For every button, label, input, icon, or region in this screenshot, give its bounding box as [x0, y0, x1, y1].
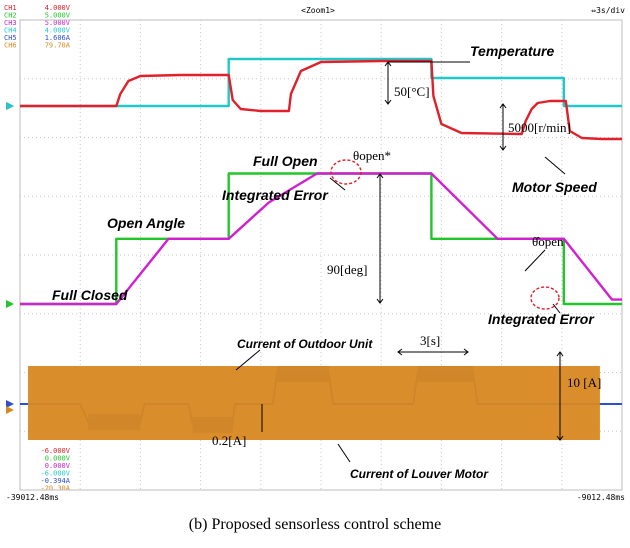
- channel-markers: [6, 102, 14, 414]
- oscilloscope-display: <Zoom1> ⇔3s/div CH1 4.000V CH2 5.000V CH3 5.0…: [4, 4, 626, 502]
- channel-value-1: 4.000V: [45, 4, 71, 12]
- channel-value-2: 5.000V: [45, 12, 71, 20]
- theta-open-ref-label: θopen*: [353, 148, 391, 163]
- channel-marker-4: [6, 102, 14, 110]
- time-arrowhead-left: [397, 348, 403, 356]
- angle-arrowhead-up: [376, 173, 384, 179]
- theta-est-leader: [524, 249, 546, 272]
- series-estimated-angle: [20, 172, 622, 306]
- louver-scale-label: 0.2[A]: [212, 433, 246, 448]
- channel-settings-top: CH1 4.000V CH2 5.000V CH3 5.000V CH4 4.000V CH5 1…: [4, 4, 71, 50]
- current-outdoor-label: Current of Outdoor Unit: [237, 337, 373, 351]
- current-arrowhead-up: [556, 351, 564, 357]
- angle-arrowhead-down: [376, 298, 384, 304]
- channel-marker-6: [6, 406, 14, 414]
- theta-open-est-label: θ̂open: [532, 234, 564, 249]
- speed-arrowhead-down: [499, 145, 507, 151]
- temperature-label: Temperature: [470, 43, 555, 59]
- speed-arrowhead-up: [499, 103, 507, 109]
- time-left-label: -39012.48ms: [6, 493, 59, 502]
- time-arrowhead-right: [463, 348, 469, 356]
- angle-scale-label: 90[deg]: [327, 262, 367, 277]
- open-angle-label: Open Angle: [107, 215, 185, 231]
- channel-offset-5: -0.394A: [40, 477, 70, 485]
- channel-name-3: CH3: [4, 19, 17, 27]
- error-leader-1: [329, 177, 346, 191]
- channel-offset-6: -20.30A: [40, 485, 70, 493]
- time-scale-label: 3[s]: [420, 333, 440, 348]
- channel-offset-1: -6.000V: [40, 447, 70, 455]
- current-arrowhead-down: [556, 435, 564, 441]
- timebase-label: ⇔3s/div: [591, 6, 625, 15]
- channel-name-4: CH4: [4, 27, 17, 35]
- current-scale-label: 10 [A]: [567, 375, 601, 390]
- motor-speed-leader: [544, 156, 566, 175]
- integrated-error-label-1: Integrated Error: [222, 187, 329, 203]
- channel-offset-4: -6.000V: [40, 470, 70, 478]
- error-circle-2: [530, 286, 560, 310]
- temp-arrowhead-down: [384, 99, 392, 105]
- series-outdoor-current-band: [28, 366, 600, 440]
- channel-marker-5: [6, 400, 14, 408]
- series-motor-speed: [20, 59, 622, 141]
- channel-value-6: 79.70A: [45, 42, 71, 50]
- louver-leader: [337, 443, 351, 463]
- zoom-label: <Zoom1>: [301, 6, 335, 15]
- channel-name-5: CH5: [4, 34, 17, 42]
- integrated-error-label-2: Integrated Error: [488, 311, 595, 327]
- current-louver-label: Current of Louver Motor: [350, 467, 489, 481]
- temp-scale-label: 50[°C]: [394, 84, 430, 99]
- annotation-arrows: [235, 61, 566, 463]
- channel-marker-2: [6, 300, 14, 308]
- channel-name-6: CH6: [4, 42, 17, 50]
- figure-caption: (b) Proposed sensorless control scheme: [188, 516, 442, 533]
- channel-name-2: CH2: [4, 12, 17, 20]
- full-open-label: Full Open: [253, 153, 318, 169]
- channel-value-5: 1.606A: [45, 34, 71, 42]
- channel-offset-3: 0.000V: [45, 462, 71, 470]
- motor-speed-label: Motor Speed: [512, 179, 597, 195]
- traces: [20, 57, 622, 440]
- time-right-label: -9012.48ms: [577, 493, 625, 502]
- channel-value-4: 4.000V: [45, 27, 71, 35]
- error-circle-1: [330, 159, 362, 185]
- channel-name-1: CH1: [4, 4, 17, 12]
- error-leader-2: [552, 303, 561, 314]
- outdoor-leader: [235, 349, 261, 371]
- speed-scale-label: 5000[r/min]: [508, 120, 571, 135]
- channel-value-3: 5.000V: [45, 19, 71, 27]
- channel-offset-2: 0.000V: [45, 455, 71, 463]
- full-closed-label: Full Closed: [52, 287, 128, 303]
